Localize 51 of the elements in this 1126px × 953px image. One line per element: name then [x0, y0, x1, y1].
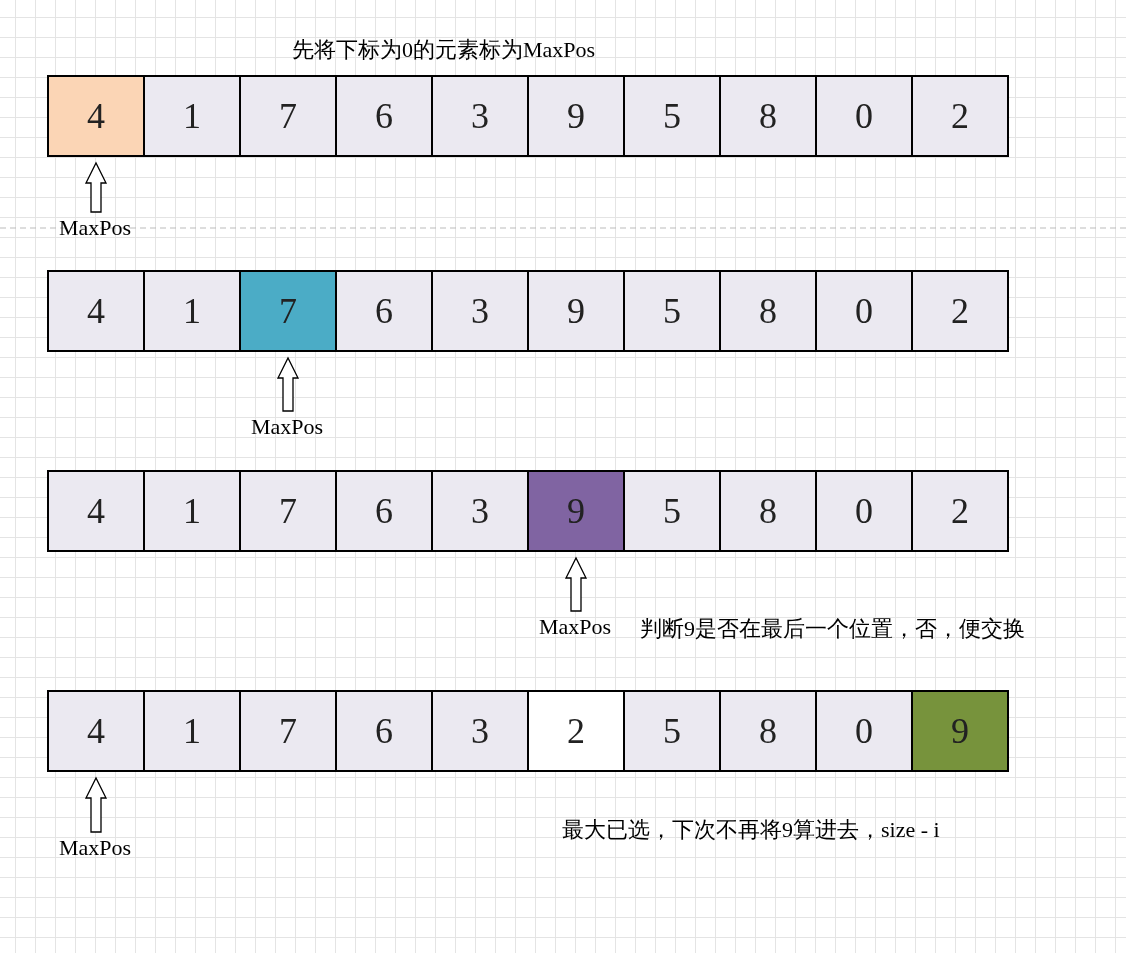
- note-text: 最大已选，下次不再将9算进去，size - i: [562, 816, 940, 844]
- pointer-label: MaxPos: [40, 215, 150, 241]
- array-cell: 5: [623, 470, 721, 552]
- array-cell: 0: [815, 270, 913, 352]
- array-cell: 9: [527, 470, 625, 552]
- array-cell: 5: [623, 690, 721, 772]
- title: 先将下标为0的元素标为MaxPos: [292, 36, 596, 64]
- array-cell: 9: [527, 75, 625, 157]
- array-cell: 6: [335, 690, 433, 772]
- array-cell: 3: [431, 75, 529, 157]
- array-cell: 2: [527, 690, 625, 772]
- array-cell: 8: [719, 470, 817, 552]
- array-cell: 1: [143, 470, 241, 552]
- array-cell: 4: [47, 75, 145, 157]
- hollow-arrow: [276, 356, 300, 412]
- array-cell: 6: [335, 470, 433, 552]
- array-cell: 0: [815, 75, 913, 157]
- array-cell: 1: [143, 270, 241, 352]
- array-cell: 7: [239, 690, 337, 772]
- array-cell: 6: [335, 75, 433, 157]
- array-cell: 9: [911, 690, 1009, 772]
- array-cell: 4: [47, 470, 145, 552]
- hollow-arrow: [84, 161, 108, 213]
- array-cell: 8: [719, 75, 817, 157]
- array-cell: 2: [911, 470, 1009, 552]
- array-cell: 6: [335, 270, 433, 352]
- pointer-label: MaxPos: [520, 614, 630, 640]
- array-cell: 1: [143, 75, 241, 157]
- array-cell: 4: [47, 690, 145, 772]
- array-cell: 3: [431, 270, 529, 352]
- array-cell: 8: [719, 270, 817, 352]
- hollow-arrow: [564, 556, 588, 612]
- array-cell: 5: [623, 270, 721, 352]
- array-cell: 0: [815, 470, 913, 552]
- array-cell: 2: [911, 75, 1009, 157]
- array-cell: 7: [239, 75, 337, 157]
- array-cell: 7: [239, 270, 337, 352]
- array-cell: 7: [239, 470, 337, 552]
- hollow-arrow: [84, 776, 108, 833]
- array-cell: 8: [719, 690, 817, 772]
- array-cell: 3: [431, 470, 529, 552]
- array-cell: 5: [623, 75, 721, 157]
- array-cell: 1: [143, 690, 241, 772]
- array-cell: 2: [911, 270, 1009, 352]
- pointer-label: MaxPos: [40, 835, 150, 861]
- pointer-label: MaxPos: [232, 414, 342, 440]
- array-cell: 4: [47, 270, 145, 352]
- array-cell: 9: [527, 270, 625, 352]
- array-cell: 3: [431, 690, 529, 772]
- note-text: 判断9是否在最后一个位置，否，便交换: [640, 615, 1025, 643]
- array-cell: 0: [815, 690, 913, 772]
